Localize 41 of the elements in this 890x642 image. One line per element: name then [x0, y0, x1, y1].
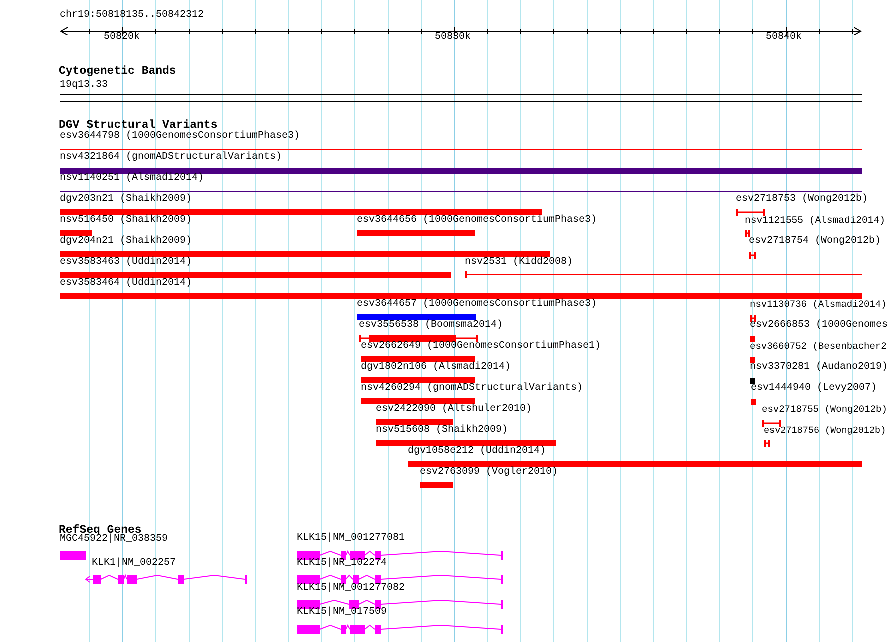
- variant-label: nsv4260294 (gnomADStructuralVariants): [361, 383, 584, 395]
- variant-label: esv3644657 (1000GenomesConsortiumPhase3): [357, 299, 598, 311]
- band-label: 19q13.33: [60, 80, 108, 92]
- variant-label: nsv515608 (Shaikh2009): [376, 425, 508, 437]
- gene-label: KLK15|NM_001277082: [297, 583, 406, 595]
- variant-label: esv2718756 (Wong2012b): [764, 425, 886, 437]
- tick-label: 50820k: [104, 32, 140, 44]
- gene-label: KLK15|NM_001277081: [297, 533, 406, 545]
- variant-label: nsv3370281 (Audano2019): [750, 362, 888, 374]
- variant-label: esv2666853 (1000Genomes: [750, 320, 888, 332]
- track-heading: Cytogenetic Bands: [59, 66, 176, 78]
- tick-label: 50830k: [435, 32, 472, 44]
- variant-label: esv3660752 (Besenbacher2: [750, 341, 887, 353]
- variant-label: esv3583463 (Uddin2014): [60, 257, 192, 269]
- variant-label: dgv1058e212 (Uddin2014): [408, 446, 546, 458]
- tick-label: 50840k: [766, 32, 802, 44]
- position-label: chr19:50818135..50842312: [60, 10, 204, 22]
- variant-label: nsv516450 (Shaikh2009): [60, 215, 192, 227]
- track-heading: DGV Structural Variants: [59, 120, 218, 132]
- variant-label: esv2763099 (Vogler2010): [420, 467, 558, 479]
- variant-label: nsv4321864 (gnomADStructuralVariants): [60, 152, 282, 164]
- variant-label: esv2718754 (Wong2012b): [749, 236, 882, 248]
- variant-label: esv3556538 (Boomsma2014): [359, 320, 504, 332]
- variant-label: nsv2531 (Kidd2008): [465, 257, 574, 269]
- variant-label: dgv203n21 (Shaikh2009): [60, 194, 192, 206]
- variant-label: esv1444940 (Levy2007): [751, 383, 878, 395]
- variant-label: dgv204n21 (Shaikh2009): [60, 236, 192, 248]
- variant-label: nsv1130736 (Alsmadi2014): [750, 299, 887, 311]
- variant-label: esv3644656 (1000GenomesConsortiumPhase3): [357, 215, 598, 227]
- variant-label: esv2422090 (Altshuler2010): [376, 404, 532, 416]
- gene-label: KLK1|NM_002257: [92, 558, 176, 570]
- gene-label: KLK15|NM_017509: [297, 607, 388, 619]
- variant-label: nsv1121555 (Alsmadi2014): [745, 215, 886, 227]
- gene-label: KLK15|NR_102274: [297, 558, 388, 570]
- variant-label: esv2662649 (1000GenomesConsortiumPhase1): [361, 341, 602, 353]
- variant-label: dgv1802n106 (Alsmadi2014): [361, 362, 512, 374]
- variant-label: esv3644798 (1000GenomesConsortiumPhase3): [60, 131, 300, 143]
- variant-label: esv2718755 (Wong2012b): [762, 404, 888, 416]
- variant-label: nsv1140251 (Alsmadi2014): [60, 173, 204, 185]
- variant-label: esv2718753 (Wong2012b): [736, 194, 868, 206]
- variant-label: esv3583464 (Uddin2014): [60, 278, 192, 290]
